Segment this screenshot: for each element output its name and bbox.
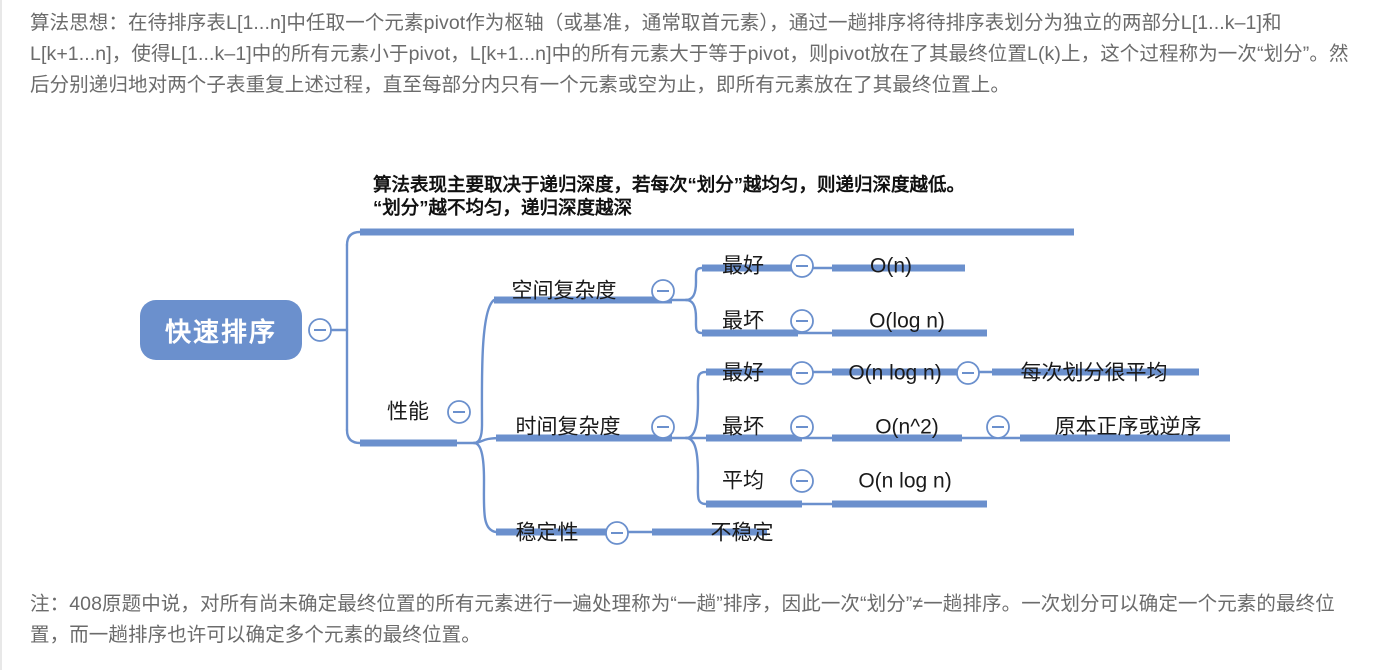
mindmap-time-avg-value-label[interactable]: O(n log n) <box>858 469 952 493</box>
mindmap-time-best-case-label[interactable]: 最好 <box>722 361 764 385</box>
mindmap-time-avg-case-label[interactable]: 平均 <box>722 469 764 493</box>
mindmap-space-complexity-label[interactable]: 空间复杂度 <box>511 279 617 303</box>
mindmap-root-node[interactable]: 快速排序 <box>140 300 302 360</box>
mindmap-time-worst-reason-label[interactable]: 原本正序或逆序 <box>1054 415 1202 439</box>
mindmap-time-best-reason-label[interactable]: 每次划分很平均 <box>1020 361 1168 385</box>
mindmap-space-worst-case-label[interactable]: 最坏 <box>722 309 764 333</box>
toggle-root-icon[interactable] <box>308 318 332 342</box>
intro-paragraph: 算法思想：在待排序表L[1...n]中任取一个元素pivot作为枢轴（或基准，通… <box>30 12 1349 96</box>
mindmap-canvas[interactable]: 快速排序 算法表现主要取决于递归深度，若每次“划分”越均匀，则递归深度越低。 “… <box>2 160 1390 580</box>
toggle-time-avg-icon[interactable] <box>790 469 814 493</box>
mindmap-branch-note-label: 算法表现主要取决于递归深度，若每次“划分”越均匀，则递归深度越低。 “划分”越不… <box>373 174 966 218</box>
mindmap-time-worst-case-label[interactable]: 最坏 <box>722 415 764 439</box>
toggle-time-worst-value-icon[interactable] <box>986 415 1010 439</box>
note-paragraph: 注：408原题中说，对所有尚未确定最终位置的所有元素进行一遍处理称为“一趟”排序… <box>30 593 1335 646</box>
toggle-time-best-value-icon[interactable] <box>956 361 980 385</box>
toggle-stability-icon[interactable] <box>605 521 629 545</box>
mindmap-space-worst-value-label[interactable]: O(log n) <box>869 309 945 333</box>
toggle-time-best-icon[interactable] <box>790 361 814 385</box>
collapse-toggles <box>308 254 1010 545</box>
toggle-performance-icon[interactable] <box>447 400 471 424</box>
mindmap-stability-label[interactable]: 稳定性 <box>515 521 579 545</box>
mindmap-time-best-value-label[interactable]: O(n log n) <box>848 361 942 385</box>
mindmap-connectors <box>308 228 1230 545</box>
toggle-time-complexity-icon[interactable] <box>651 415 675 439</box>
mindmap-time-complexity-label[interactable]: 时间复杂度 <box>515 415 621 439</box>
toggle-space-worst-icon[interactable] <box>790 309 814 333</box>
mindmap-performance-label[interactable]: 性能 <box>387 400 429 424</box>
mindmap-root-label: 快速排序 <box>164 316 277 347</box>
toggle-time-worst-icon[interactable] <box>790 415 814 439</box>
mindmap-time-worst-value-label[interactable]: O(n^2) <box>875 415 939 439</box>
mindmap-space-best-value-label[interactable]: O(n) <box>870 254 912 278</box>
mindmap-space-best-case-label[interactable]: 最好 <box>722 254 764 278</box>
mindmap-stability-value-label[interactable]: 不稳定 <box>710 521 774 545</box>
toggle-space-best-icon[interactable] <box>790 254 814 278</box>
toggle-space-complexity-icon[interactable] <box>651 279 675 303</box>
